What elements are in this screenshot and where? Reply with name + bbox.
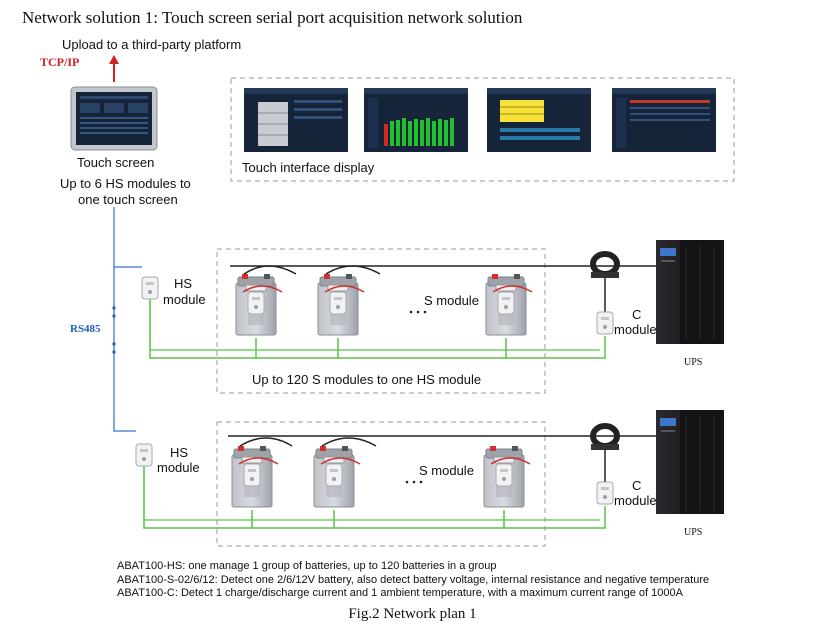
hs-module-label-1: HS: [174, 276, 193, 291]
figure-caption: Fig.2 Network plan 1: [348, 606, 477, 622]
s-capacity-label: Up to 120 S modules to one HS module: [252, 372, 482, 387]
bus-label: RS485: [70, 323, 101, 335]
page-title: Network solution 1: Touch screen serial …: [22, 8, 523, 27]
protocol-label: TCP/IP: [40, 55, 80, 69]
c-module-label-1: C: [632, 307, 642, 322]
interface-screenshot-1: [244, 88, 348, 152]
ups-label-2: UPS: [684, 527, 703, 538]
hs-capacity-line2: one touch screen: [78, 192, 178, 207]
note-c: ABAT100-C: Detect 1 charge/discharge cur…: [117, 587, 683, 599]
s-module-label-2: S module: [419, 463, 474, 478]
s-module-label-1: S module: [424, 293, 479, 308]
note-s: ABAT100-S-02/6/12: Detect one 2/6/12V ba…: [117, 573, 710, 586]
c-module-label-1b: module: [614, 322, 657, 337]
hs-capacity-line1: Up to 6 HS modules to: [60, 176, 191, 191]
hs-module-label-1b: module: [163, 292, 206, 307]
note-hs: ABAT100-HS: one manage 1 group of batter…: [117, 560, 497, 572]
touch-interface-label: Touch interface display: [242, 160, 375, 175]
c-module-label-2: C: [632, 478, 642, 493]
interface-screenshot-3: [487, 88, 591, 152]
upload-label: Upload to a third-party platform: [62, 37, 242, 52]
notes: ABAT100-HS: one manage 1 group of batter…: [117, 560, 709, 601]
hs-module-label-2: HS: [170, 445, 189, 460]
touch-screen-label: Touch screen: [77, 155, 155, 170]
hs-module-label-2b: module: [157, 460, 200, 475]
interface-screenshot-2: [364, 88, 468, 152]
ups-label-1: UPS: [684, 357, 703, 368]
interface-screenshot-4: [612, 88, 716, 152]
c-module-label-2b: module: [614, 493, 657, 508]
